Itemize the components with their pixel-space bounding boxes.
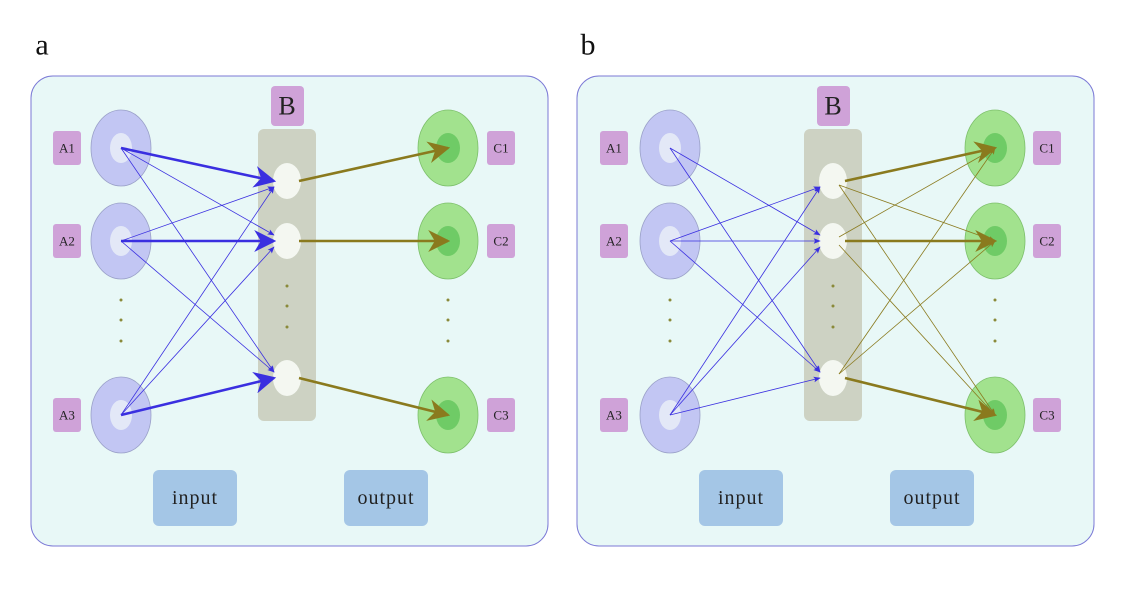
output-ellipsis-dot <box>993 318 997 322</box>
panel-letter: a <box>35 29 48 62</box>
output-caption-box <box>890 470 974 526</box>
output-label-box <box>487 224 515 258</box>
output-label-box <box>1033 398 1061 432</box>
input-caption-box <box>153 470 237 526</box>
hidden-ellipsis-dot <box>831 325 835 329</box>
hidden-layer-label: B <box>278 92 295 121</box>
output-ellipsis-dot <box>446 339 450 343</box>
output-label: C2 <box>1039 234 1054 249</box>
hidden-layer-label-box <box>817 86 850 126</box>
output-caption: output <box>357 487 414 509</box>
hidden-layer-label: B <box>824 92 841 121</box>
weak-output-edge <box>838 147 996 238</box>
weak-input-edge <box>120 186 275 242</box>
input-label-box <box>600 398 628 432</box>
input-ellipsis-dot <box>668 339 672 343</box>
weak-output-edge <box>838 184 996 416</box>
output-label: C3 <box>1039 408 1054 423</box>
input-ellipsis-dot <box>668 318 672 322</box>
output-caption-box <box>344 470 428 526</box>
output-label-box <box>1033 131 1061 165</box>
weak-input-edge <box>669 376 821 416</box>
hidden-node-2 <box>273 223 301 259</box>
weak-output-edge <box>838 184 996 242</box>
hidden-node-3 <box>819 360 847 396</box>
weak-input-edge <box>669 147 821 236</box>
weak-input-edge <box>120 147 275 236</box>
hidden-ellipsis-dot <box>831 284 835 288</box>
output-caption: output <box>903 487 960 509</box>
weak-input-edge <box>669 246 821 416</box>
output-label: C2 <box>493 234 508 249</box>
panel-letter: b <box>581 29 596 62</box>
hidden-node-1 <box>819 163 847 199</box>
output-label: C3 <box>493 408 508 423</box>
strong-output-edge <box>844 376 998 421</box>
weak-output-edge <box>838 240 996 375</box>
input-ellipsis-dot <box>119 298 123 302</box>
input-label: A1 <box>606 141 622 156</box>
output-ellipsis-dot <box>993 339 997 343</box>
output-label-box <box>1033 224 1061 258</box>
hidden-layer-column <box>258 129 316 421</box>
hidden-node-1 <box>273 163 301 199</box>
input-label: A3 <box>606 408 622 423</box>
output-label-box <box>487 131 515 165</box>
weak-input-edge <box>120 186 275 416</box>
input-label: A1 <box>59 141 75 156</box>
output-label: C1 <box>1039 141 1054 156</box>
hidden-layer-column <box>804 129 862 421</box>
strong-input-edge <box>120 146 277 188</box>
input-ellipsis-dot <box>119 318 123 322</box>
hidden-ellipsis-dot <box>831 304 835 308</box>
weak-input-edge <box>669 186 821 416</box>
strong-output-edge <box>298 376 451 421</box>
input-caption: input <box>172 487 218 509</box>
output-ellipsis-dot <box>993 298 997 302</box>
weak-input-edge <box>669 147 821 373</box>
input-caption-box <box>699 470 783 526</box>
input-label: A3 <box>59 408 75 423</box>
input-label: A2 <box>606 234 622 249</box>
weak-input-edge <box>669 186 821 242</box>
weak-input-edge <box>120 246 275 416</box>
output-label-box <box>487 398 515 432</box>
output-ellipsis-dot <box>446 298 450 302</box>
input-label-box <box>53 224 81 258</box>
input-label-box <box>600 224 628 258</box>
weak-output-edge <box>838 244 996 416</box>
input-label-box <box>53 398 81 432</box>
hidden-layer-label-box <box>271 86 304 126</box>
input-ellipsis-dot <box>119 339 123 343</box>
output-ellipsis-dot <box>446 318 450 322</box>
input-caption: input <box>718 487 764 509</box>
input-label: A2 <box>59 234 75 249</box>
output-label: C1 <box>493 141 508 156</box>
hidden-ellipsis-dot <box>285 325 289 329</box>
hidden-ellipsis-dot <box>285 284 289 288</box>
hidden-node-3 <box>273 360 301 396</box>
weak-input-edge <box>669 240 821 373</box>
strong-output-edge <box>298 141 451 183</box>
strong-output-edge <box>844 141 998 183</box>
input-label-box <box>600 131 628 165</box>
hidden-ellipsis-dot <box>285 304 289 308</box>
weak-input-edge <box>120 147 275 373</box>
strong-input-edge <box>120 371 277 417</box>
weak-input-edge <box>120 240 275 373</box>
input-label-box <box>53 131 81 165</box>
weak-output-edge <box>838 147 996 375</box>
hidden-node-2 <box>819 223 847 259</box>
input-ellipsis-dot <box>668 298 672 302</box>
